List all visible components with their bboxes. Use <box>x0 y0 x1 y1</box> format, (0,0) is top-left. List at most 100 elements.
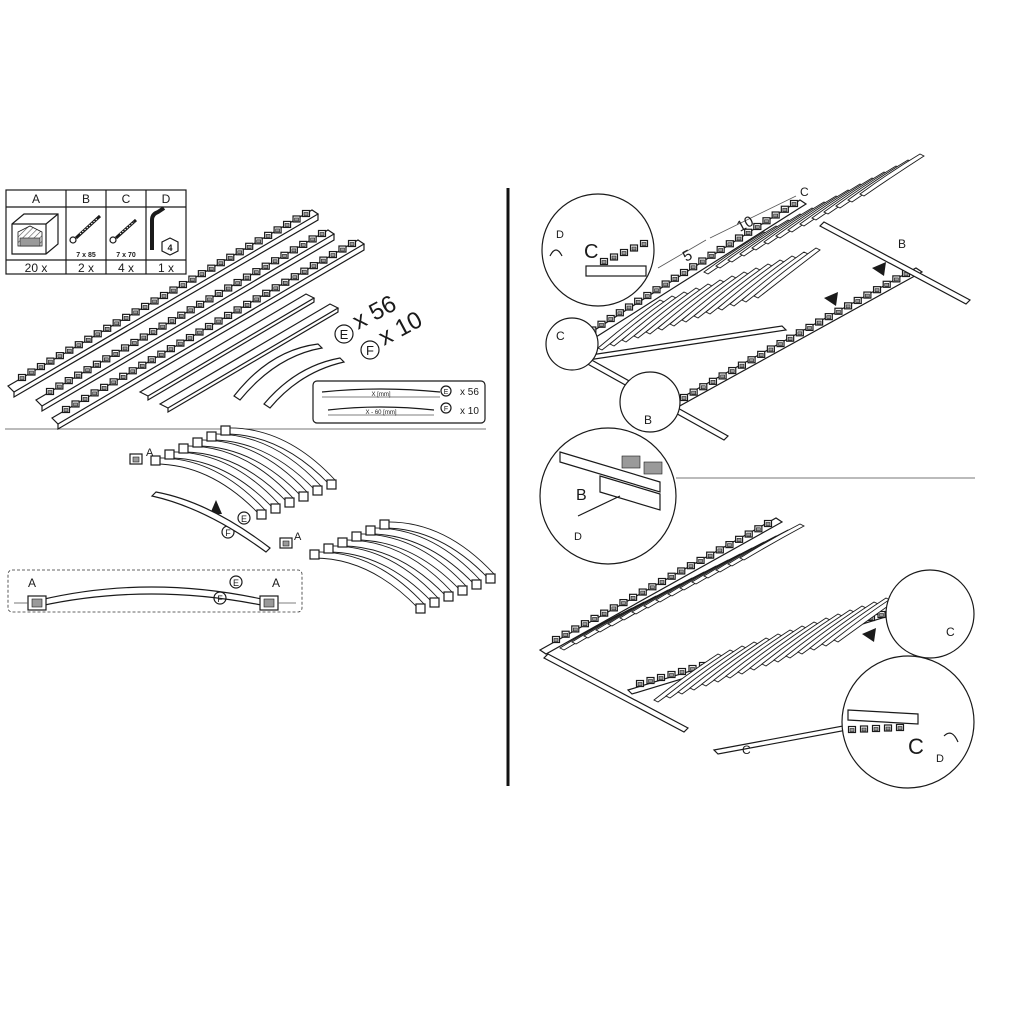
slat-holder-core <box>873 727 879 731</box>
label-c-bottom: C <box>742 743 751 757</box>
slat-holder-core <box>130 369 136 374</box>
slat-end-cap <box>206 431 217 442</box>
slat-holder-core <box>782 207 788 212</box>
slat-holder-core <box>244 275 250 280</box>
slat-holder-core <box>188 308 193 313</box>
slat-holder-core <box>592 617 597 621</box>
slat-holder-core <box>700 259 705 264</box>
slat-holder-core <box>710 380 716 384</box>
slat-holder-core <box>874 288 880 292</box>
slat-holder-core <box>727 543 732 547</box>
e-quantity: x 56 <box>460 387 479 398</box>
slat-holder-core <box>216 319 221 324</box>
slat-holder-core <box>273 286 279 291</box>
slat-end-cap <box>443 591 454 602</box>
slat-end-cap <box>323 543 334 554</box>
slat-holder-core <box>282 253 287 258</box>
slat-holder-core <box>826 315 832 319</box>
long-flat-slat <box>158 303 340 414</box>
slat-holder-core <box>739 363 745 368</box>
slat-holder-core <box>637 682 643 686</box>
slat-holder-core <box>272 259 278 264</box>
slat-holder-core <box>641 242 647 246</box>
slat-holder-core <box>291 248 297 253</box>
detail-label-c: C <box>584 241 598 263</box>
slat-holder-core <box>897 726 903 730</box>
f-letter-small: F <box>444 406 448 413</box>
slat-holder-core <box>206 325 212 329</box>
letter-e: E <box>340 327 349 342</box>
slat-holder-core <box>563 632 568 637</box>
slat-holder-core <box>885 726 891 731</box>
holder-cap <box>279 537 293 549</box>
rail-with-holders-3 <box>51 239 366 431</box>
slat-holder-core <box>114 321 119 326</box>
slat-holder-core <box>635 299 641 304</box>
slat-holder-core <box>254 297 259 302</box>
spacing-10: 10 <box>734 213 757 236</box>
slat-holder-core <box>681 396 687 400</box>
slat-holder-core <box>142 305 148 309</box>
slat-holder-core <box>553 638 559 642</box>
arrow-icon <box>872 262 886 276</box>
slat-holder-core <box>263 264 269 269</box>
detail-circle-c-d: D C <box>541 193 655 307</box>
slat-holder-core <box>816 320 822 325</box>
rail-with-holders-2 <box>35 229 336 413</box>
hex-key-icon <box>943 732 959 743</box>
slat-holder-core <box>218 261 224 266</box>
slat-holder-core <box>294 217 299 222</box>
slat-end-cap <box>326 479 337 490</box>
slat-holder-core <box>66 379 72 383</box>
detail-c-left: C <box>556 329 565 343</box>
label-a-top: A <box>146 447 154 459</box>
e-dimension: X [mm] <box>372 392 391 398</box>
slat-holder-core <box>807 326 812 330</box>
slat-holder-core <box>617 311 623 316</box>
qty-b: 2 x <box>78 261 94 275</box>
label-c-top: C <box>800 185 809 199</box>
slat-holder-core <box>765 522 771 526</box>
slat-holder-core <box>38 365 44 369</box>
slat-holder-core <box>654 288 659 293</box>
slat-holder-core <box>758 353 764 357</box>
slat-holder-core <box>630 596 636 600</box>
curved-slat <box>263 357 346 409</box>
slat-holder-core <box>150 330 156 334</box>
slat-holder-core <box>849 728 855 732</box>
slat-end-cap <box>457 585 468 596</box>
hex-key-icon <box>150 206 179 256</box>
slat-holder-core <box>141 335 147 340</box>
slat-holder-core <box>611 606 617 611</box>
label-a-bottom: A <box>294 531 302 543</box>
slat-holder-core <box>168 347 174 351</box>
screw-c-spec: 7 x 70 <box>116 252 136 259</box>
detail-circle-c-d-bottom: C D <box>841 655 975 789</box>
slat-holder-core <box>263 291 269 296</box>
slat-holder-core <box>718 248 723 252</box>
slat-holder-core <box>698 559 703 563</box>
header-a: A <box>32 192 40 206</box>
slat-holder-core <box>611 255 617 260</box>
slat-holder-core <box>755 225 760 229</box>
slat-holder-core <box>227 255 233 260</box>
slat-holder-core <box>139 363 145 368</box>
strip-label-f: F <box>217 594 223 604</box>
slat-holder-core <box>63 408 69 412</box>
rail-with-holders-1 <box>7 209 320 399</box>
slat-holder-core <box>104 326 110 331</box>
slat-holder-core <box>57 384 62 389</box>
hex-key-icon <box>549 249 563 257</box>
slat-holder-core <box>292 275 298 280</box>
slat-holder-core <box>67 348 72 353</box>
slat-holder-core <box>640 590 646 595</box>
slat-holder-core <box>681 271 687 275</box>
slat-holder-core <box>48 359 53 364</box>
detail-circle-c-right: C <box>885 569 975 659</box>
slat-holder-core <box>160 324 165 329</box>
slat-holder-core <box>300 243 306 247</box>
slat-holder-core <box>764 219 769 224</box>
slat-holder-core <box>658 676 664 680</box>
